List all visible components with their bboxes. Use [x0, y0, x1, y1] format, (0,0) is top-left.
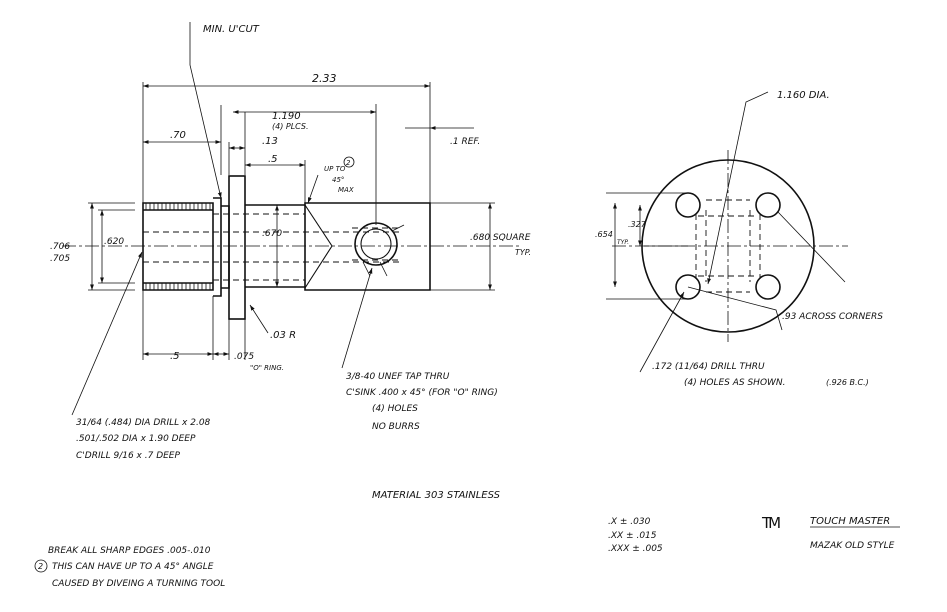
label-square: .680 SQUARE [470, 233, 531, 243]
label-hole-1: .172 (11/64) DRILL THRU [652, 362, 765, 372]
note-tap-1: 3/8-40 UNEF TAP THRU [346, 372, 450, 382]
flange [228, 175, 246, 320]
label-70: .70 [170, 130, 186, 141]
leader-dia [707, 91, 769, 285]
label-min-ucut: MIN. U'CUT [203, 24, 260, 35]
label-706: .706 [50, 242, 70, 252]
label-705: .705 [50, 254, 70, 264]
label-places: (4) PLCS. [272, 122, 309, 131]
undercut [213, 197, 230, 297]
notes: 31/64 (.484) DIA DRILL x 2.08 .501/.502 … [34, 372, 501, 589]
leader-radius [249, 304, 269, 334]
note-2-number: 2 [38, 562, 43, 571]
note-2-circle [34, 559, 48, 573]
leader-tap [341, 267, 373, 369]
note-drill-1: 31/64 (.484) DIA DRILL x 2.08 [76, 418, 211, 428]
note-2-line-a: THIS CAN HAVE UP TO A 45° ANGLE [52, 562, 214, 572]
body [245, 202, 431, 291]
note-tap-4: NO BURRS [372, 422, 420, 432]
end-view: 1.160 DIA. .327 .654 TYP. .93 ACROSS COR… [595, 90, 883, 388]
label-across-corners: .93 ACROSS CORNERS [782, 312, 883, 322]
company-logo: TM [761, 514, 780, 532]
leader-drill [71, 251, 143, 416]
note-tap-3: (4) HOLES [372, 404, 418, 414]
note-2-marker [343, 156, 355, 168]
tolerance-2: .XX ± .015 [608, 531, 657, 541]
label-5-top: .5 [268, 154, 278, 165]
note-2-line-b: CAUSED BY DIVEING A TURNING TOOL [52, 579, 225, 589]
label-654: .654 [595, 230, 613, 239]
tolerance-3: .XXX ± .005 [608, 544, 663, 554]
note-drill-3: C'DRILL 9/16 x .7 DEEP [76, 451, 180, 461]
label-075: .075 [234, 352, 254, 362]
hidden-bore [143, 213, 400, 281]
label-square-typ: TYP. [515, 248, 531, 257]
note-drill-2: .501/.502 DIA x 1.90 DEEP [76, 434, 196, 444]
label-o-ring: "O" RING. [250, 364, 284, 372]
leader-ucut [189, 22, 222, 199]
body-taper [304, 204, 333, 289]
label-1160-dia: 1.160 DIA. [777, 90, 830, 101]
label-327: .327 [628, 220, 647, 229]
label-up-to-note: 2 [346, 159, 351, 167]
label-radius: .03 R [270, 330, 296, 341]
leader-up-to [307, 174, 319, 204]
end-view-extension-lines [606, 192, 688, 300]
label-hole-2: (4) HOLES AS SHOWN. [684, 378, 786, 388]
label-overall-length: 2.33 [312, 72, 337, 85]
note-tap-2: C'SINK .400 x 45° (FOR "O" RING) [346, 388, 498, 398]
tapped-hole [352, 222, 405, 277]
label-13: .13 [262, 136, 278, 147]
label-5-bottom: .5 [170, 351, 180, 362]
label-1190: 1.190 [272, 111, 301, 122]
title-block: TM TOUCH MASTER MAZAK OLD STYLE [761, 514, 900, 551]
tolerance-1: .X ± .030 [608, 517, 651, 527]
side-view: MIN. U'CUT 2.33 1.190 (4) PLCS. .70 .13 … [50, 22, 531, 416]
leader-holes [639, 291, 685, 373]
across-corners-extension [687, 286, 783, 331]
label-up-to-a: UP TO [324, 165, 346, 173]
company-name: TOUCH MASTER [810, 516, 890, 527]
label-670: .670 [262, 229, 282, 239]
thread-section-outline [142, 202, 214, 291]
across-corners-diagonal [777, 211, 846, 283]
label-up-to-c: MAX [338, 186, 354, 194]
hidden-square [695, 199, 761, 293]
note-break-edges: BREAK ALL SHARP EDGES .005-.010 [48, 546, 211, 556]
label-ref: .1 REF. [450, 137, 480, 147]
thread-hatch [145, 203, 211, 290]
note-material: MATERIAL 303 STAINLESS [372, 490, 501, 501]
label-620: .620 [104, 237, 124, 247]
label-bc: (.926 B.C.) [826, 378, 869, 387]
part-name: MAZAK OLD STYLE [810, 541, 895, 551]
label-654-typ: TYP. [617, 239, 629, 246]
label-up-to-b: 45° [332, 176, 344, 184]
tolerances: .X ± .030 .XX ± .015 .XXX ± .005 [608, 517, 663, 554]
